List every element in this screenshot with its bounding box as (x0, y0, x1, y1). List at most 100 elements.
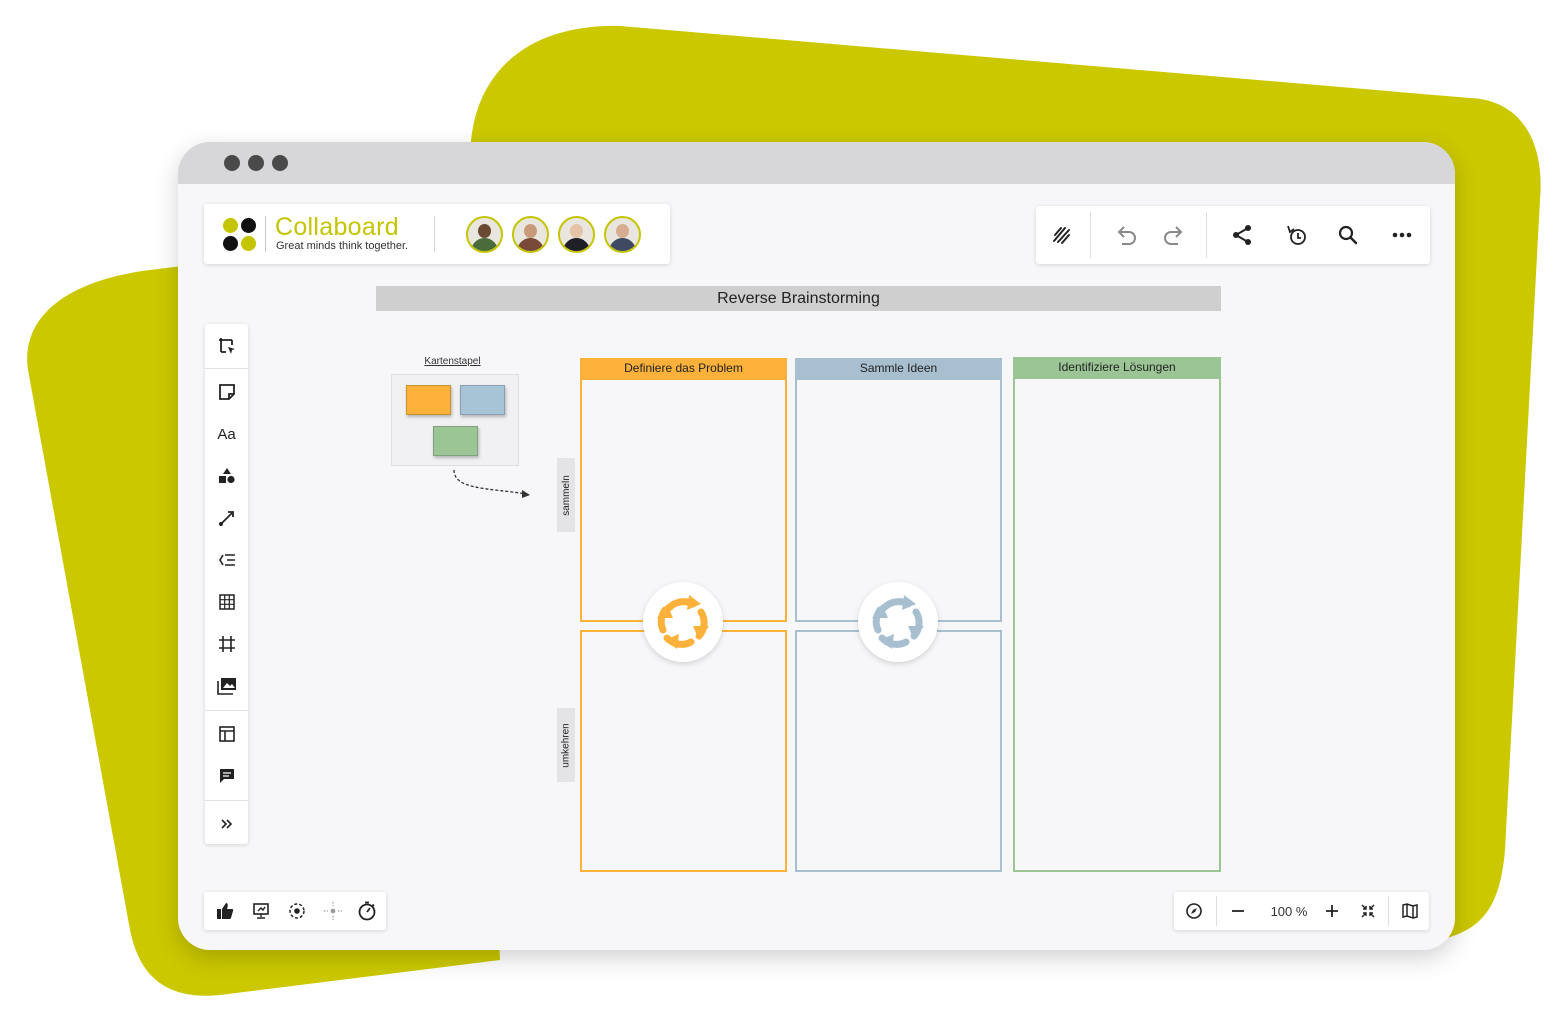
board-title[interactable]: Reverse Brainstorming (376, 286, 1221, 311)
timer-button[interactable] (350, 894, 384, 928)
cycle-arrows-icon (657, 595, 709, 649)
share-button[interactable] (1222, 216, 1262, 254)
deck-card-blue[interactable] (460, 385, 505, 415)
sticky-note-icon (218, 384, 235, 400)
frame-tool[interactable] (205, 626, 248, 662)
cycle-arrows-icon (872, 595, 924, 649)
fit-screen-icon (1361, 904, 1375, 918)
navigator-icon (1186, 903, 1202, 919)
more-button[interactable] (1382, 216, 1422, 254)
collaboard-logo (223, 218, 257, 252)
deck-arrow (453, 469, 530, 498)
ideas-collect-cell[interactable] (795, 378, 1002, 622)
avatar-user-3[interactable] (558, 216, 595, 253)
shapes-icon (218, 468, 235, 484)
template-tool[interactable] (205, 716, 248, 752)
mindmap-icon (218, 554, 235, 566)
table-tool[interactable] (205, 584, 248, 620)
mindmap-tool[interactable] (205, 542, 248, 578)
deck-card-orange[interactable] (406, 385, 451, 415)
bottom-left-toolbar (204, 892, 386, 930)
vote-button[interactable] (208, 894, 242, 928)
column-header-problem[interactable]: Definiere das Problem (580, 358, 787, 378)
auto-layout-button[interactable] (1042, 216, 1082, 254)
search-icon (1338, 225, 1358, 245)
column-header-ideas[interactable]: Sammle Ideen (795, 358, 1002, 378)
expand-toolbar-button[interactable] (205, 806, 248, 842)
timer-icon (358, 901, 376, 921)
ideas-reverse-cell[interactable] (795, 630, 1002, 872)
minimap-button[interactable] (1392, 894, 1428, 928)
zoom-in-button[interactable] (1314, 894, 1350, 928)
brand-panel: Collaboard Great minds think together. (204, 204, 670, 264)
vote-icon (217, 903, 234, 919)
undo-icon (1117, 226, 1136, 245)
image-tool[interactable] (205, 668, 248, 704)
avatar-user-1[interactable] (466, 216, 503, 253)
redo-icon (1164, 226, 1183, 245)
zoom-out-button[interactable] (1220, 894, 1256, 928)
cycle-badge-problem (643, 582, 723, 662)
connector-tool[interactable] (205, 500, 248, 536)
minimap-icon (1402, 903, 1418, 919)
zoom-out-icon (1232, 910, 1244, 912)
select-frame-tool[interactable] (205, 328, 248, 364)
zoom-in-icon (1326, 905, 1338, 917)
sticky-note-tool[interactable] (205, 374, 248, 410)
share-icon (1233, 225, 1251, 245)
follow-button[interactable] (316, 894, 350, 928)
comment-tool[interactable] (205, 758, 248, 794)
fit-screen-button[interactable] (1350, 894, 1386, 928)
zoom-level[interactable]: 100 % (1270, 903, 1308, 919)
select-frame-icon (218, 338, 235, 354)
side-label-reverse: umkehren (557, 708, 575, 782)
comment-icon (219, 769, 234, 783)
top-toolbar (1036, 206, 1430, 264)
history-button[interactable] (1276, 216, 1316, 254)
window-dot-1[interactable] (224, 155, 240, 171)
undo-button[interactable] (1106, 216, 1146, 254)
window-dot-2[interactable] (248, 155, 264, 171)
text-icon: Aa (217, 425, 236, 443)
search-button[interactable] (1328, 216, 1368, 254)
toolbar-separator (205, 800, 248, 801)
follow-icon (324, 902, 342, 920)
toolbar-separator (1388, 896, 1389, 926)
left-toolbar: Aa (205, 324, 248, 844)
solutions-cell[interactable] (1013, 377, 1221, 872)
cycle-badge-ideas (858, 582, 938, 662)
card-deck-label: Kartenstapel (424, 356, 481, 367)
window-dot-3[interactable] (272, 155, 288, 171)
avatar-user-4[interactable] (604, 216, 641, 253)
app-window: Collaboard Great minds think together. (178, 142, 1455, 950)
brand-name: Collaboard (275, 213, 399, 241)
shapes-tool[interactable] (205, 458, 248, 494)
template-icon (218, 726, 235, 742)
avatar-divider (434, 216, 435, 252)
card-deck[interactable] (391, 374, 519, 466)
focus-button[interactable] (280, 894, 314, 928)
focus-icon (289, 903, 305, 919)
navigator-button[interactable] (1176, 894, 1212, 928)
brand-tagline: Great minds think together. (276, 240, 409, 252)
deck-card-green[interactable] (433, 426, 478, 456)
presentation-button[interactable] (244, 894, 278, 928)
toolbar-separator (1090, 212, 1091, 258)
avatar-user-2[interactable] (512, 216, 549, 253)
table-icon (218, 594, 235, 610)
side-label-collect: sammeln (557, 458, 575, 532)
brand-divider (265, 216, 266, 252)
column-header-solutions[interactable]: Identifiziere Lösungen (1013, 357, 1221, 377)
redo-button[interactable] (1154, 216, 1194, 254)
frame-icon (218, 636, 235, 652)
text-tool[interactable]: Aa (205, 416, 248, 452)
image-icon (216, 678, 236, 695)
presentation-icon (253, 903, 269, 919)
problem-collect-cell[interactable] (580, 378, 787, 622)
expand-icon (220, 819, 232, 829)
problem-reverse-cell[interactable] (580, 630, 787, 872)
auto-layout-icon (1053, 227, 1070, 244)
window-titlebar (178, 142, 1455, 184)
toolbar-separator (1206, 212, 1207, 258)
